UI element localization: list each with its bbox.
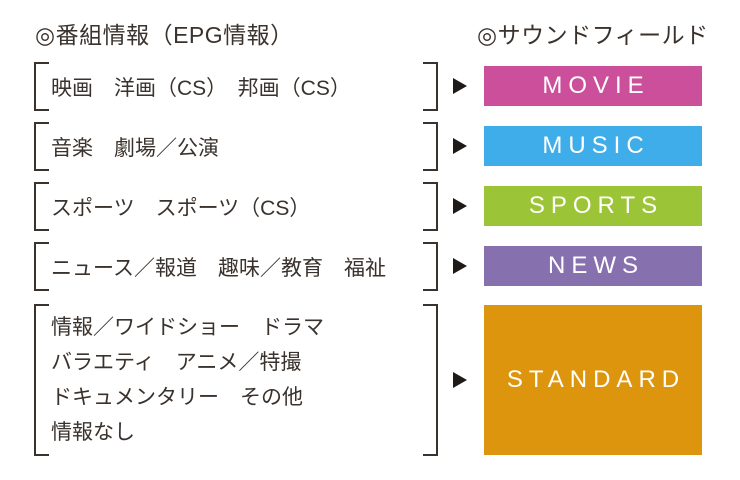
- left-bracket: [34, 122, 49, 171]
- right-arrow-icon: [453, 372, 467, 388]
- sound-field-heading: ◎サウンドフィールド: [477, 22, 709, 48]
- left-bracket: [34, 304, 49, 456]
- right-bracket: [423, 242, 438, 291]
- sound-field-badge-sports: SPORTS: [484, 186, 702, 226]
- epg-genre-group-news: ニュース／報道 趣味／教育 福祉: [34, 242, 438, 291]
- epg-info-heading: ◎番組情報（EPG情報）: [35, 22, 294, 48]
- right-bracket: [423, 122, 438, 171]
- sound-field-label: NEWS: [548, 252, 644, 279]
- epg-genre-text: 音楽 劇場／公演: [51, 136, 219, 160]
- epg-genre-text: バラエティ アニメ／特撮: [51, 351, 302, 374]
- sound-field-label: MUSIC: [542, 132, 650, 159]
- epg-genre-group-music: 音楽 劇場／公演: [34, 122, 438, 171]
- sound-field-label: MOVIE: [542, 72, 650, 99]
- epg-genre-text: 情報なし: [51, 421, 135, 444]
- right-arrow-icon: [453, 258, 467, 274]
- epg-genre-text-block: 情報／ワイドショー ドラマ バラエティ アニメ／特撮 ドキュメンタリー その他 …: [51, 310, 324, 450]
- left-bracket: [34, 182, 49, 231]
- sound-field-badge-standard: STANDARD: [484, 305, 702, 455]
- right-bracket: [423, 182, 438, 231]
- epg-genre-group-sports: スポーツ スポーツ（CS）: [34, 182, 438, 231]
- epg-genre-text: 映画 洋画（CS） 邦画（CS）: [51, 76, 351, 100]
- right-bracket: [423, 304, 438, 456]
- right-arrow-icon: [453, 78, 467, 94]
- sound-field-badge-music: MUSIC: [484, 126, 702, 166]
- epg-genre-text: 情報／ワイドショー ドラマ: [51, 316, 324, 339]
- sound-field-badge-movie: MOVIE: [484, 66, 702, 106]
- left-bracket: [34, 62, 49, 111]
- left-bracket: [34, 242, 49, 291]
- right-arrow-icon: [453, 198, 467, 214]
- sound-field-badge-news: NEWS: [484, 246, 702, 286]
- epg-genre-text: スポーツ スポーツ（CS）: [51, 196, 311, 220]
- sound-field-label: SPORTS: [528, 192, 664, 219]
- epg-genre-group-movie: 映画 洋画（CS） 邦画（CS）: [34, 62, 438, 111]
- epg-genre-text: ドキュメンタリー その他: [51, 386, 303, 409]
- epg-genre-group-standard: 情報／ワイドショー ドラマ バラエティ アニメ／特撮 ドキュメンタリー その他 …: [34, 304, 438, 456]
- right-arrow-icon: [453, 138, 467, 154]
- sound-field-label: STANDARD: [506, 366, 686, 393]
- right-bracket: [423, 62, 438, 111]
- epg-genre-text: ニュース／報道 趣味／教育 福祉: [51, 256, 386, 280]
